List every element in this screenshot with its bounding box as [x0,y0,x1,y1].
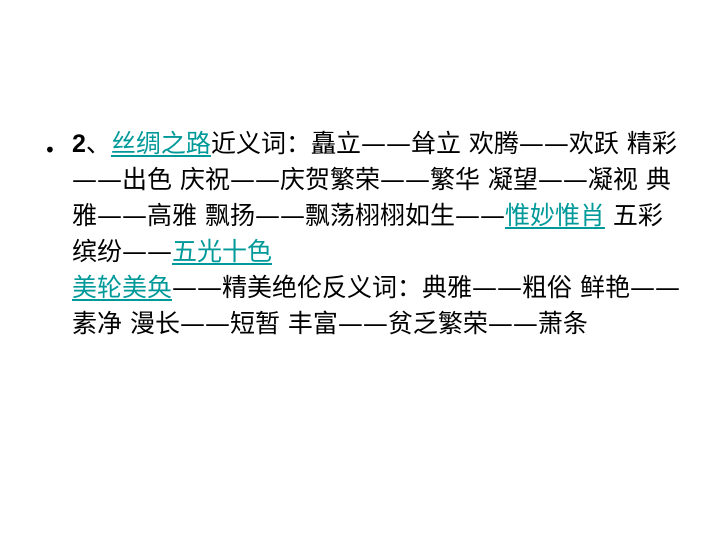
synonyms-text-part-1: 近义词：矗立——耸立 欢腾——欢跃 精彩——出色 庆祝——庆贺繁荣——繁华 凝望… [72,129,677,230]
bullet-marker: • [44,138,56,162]
item-separator: 、 [85,129,111,158]
link-silk-road[interactable]: 丝绸之路 [110,129,211,158]
vocabulary-paragraph: 2、丝绸之路近义词：矗立——耸立 欢腾——欢跃 精彩——出色 庆祝——庆贺繁荣—… [72,126,687,342]
link-wuguang-shise[interactable]: 五光十色 [172,237,273,266]
item-number: 2 [72,130,86,158]
antonyms-text: ——精美绝伦反义词：典雅——粗俗 鲜艳——素净 漫长——短暂 丰富——贫乏繁荣—… [72,273,680,338]
link-weimiao-weixiao[interactable]: 惟妙惟肖 [504,201,605,230]
link-meilun-meihuan[interactable]: 美轮美奂 [72,273,173,302]
synonyms-text-part-2: 五彩缤纷—— [72,201,663,266]
